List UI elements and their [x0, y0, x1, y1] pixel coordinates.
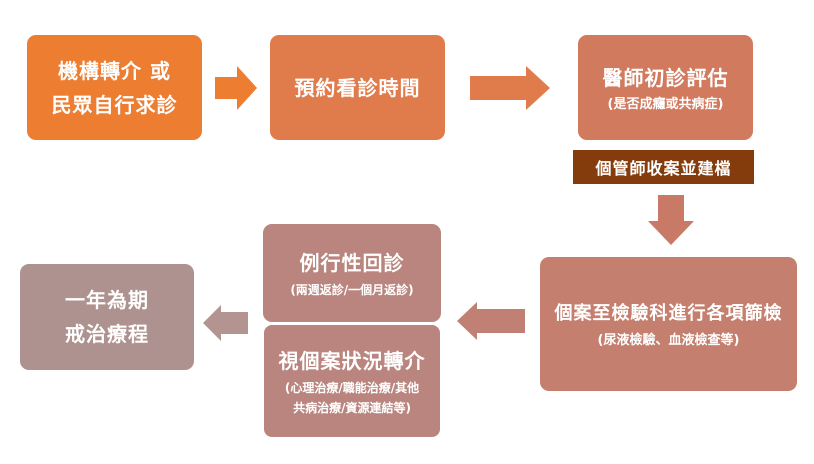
step-initial-eval-subtitle: (是否成癮或共病症): [607, 96, 724, 112]
step-referral-line1: 機構轉介 或: [58, 58, 171, 83]
step-referral-line2: 民眾自行求診: [51, 92, 178, 117]
arrow-left-icon: [457, 302, 525, 340]
arrow-left-icon: [203, 305, 248, 341]
step-routine-visit: 例行性回診 (兩週返診/一個月返診): [263, 224, 441, 322]
step-referral-by-case-title: 視個案狀況轉介: [278, 349, 426, 373]
step-referral-by-case-subtitle2: 共病治療/資源連結等): [293, 401, 411, 415]
step-one-year-line2: 戒治療程: [65, 322, 149, 346]
step-initial-eval: 醫師初診評估 (是否成癮或共病症): [578, 35, 753, 140]
arrow-right-icon: [470, 66, 550, 110]
step-referral-by-case: 視個案狀況轉介 (心理治療/職能治療/其他 共病治療/資源連結等): [263, 324, 441, 438]
arrow-right-icon: [215, 66, 257, 110]
case-manager-band: 個管師收案並建檔: [573, 150, 754, 184]
step-initial-eval-title: 醫師初診評估: [602, 65, 729, 90]
step-referral: 機構轉介 或 民眾自行求診: [27, 35, 202, 140]
case-manager-title: 個管師收案並建檔: [595, 159, 732, 178]
step-routine-visit-subtitle: (兩週返診/一個月返診): [290, 283, 414, 297]
step-one-year: 一年為期 戒治療程: [20, 264, 194, 370]
step-appointment-title: 預約看診時間: [294, 75, 421, 100]
step-appointment: 預約看診時間: [270, 35, 445, 140]
step-one-year-line1: 一年為期: [65, 288, 149, 312]
step-referral-by-case-subtitle1: (心理治療/職能治療/其他: [284, 381, 420, 395]
step-screening: 個案至檢驗科進行各項篩檢 (尿液檢驗、血液檢查等): [540, 257, 797, 391]
step-screening-title: 個案至檢驗科進行各項篩檢: [554, 303, 783, 324]
arrow-down-icon: [648, 195, 694, 245]
step-routine-visit-title: 例行性回診: [299, 251, 405, 275]
step-screening-subtitle: (尿液檢驗、血液檢查等): [597, 333, 740, 348]
